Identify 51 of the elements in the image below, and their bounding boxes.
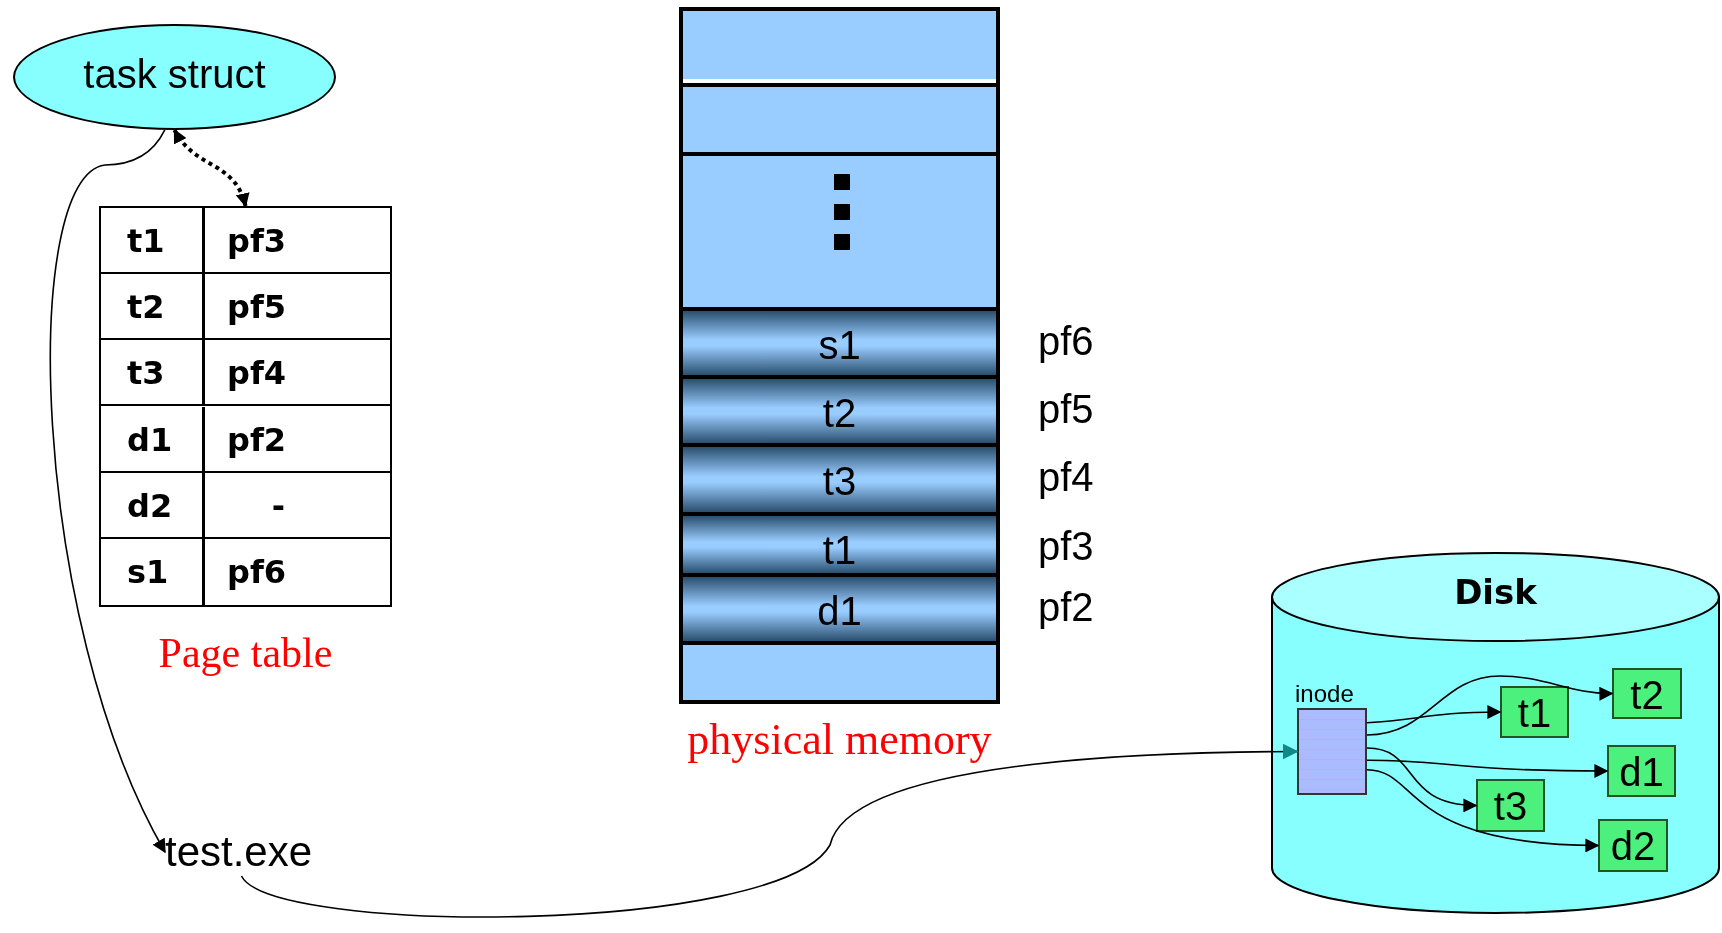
frame-label: t3 (821, 459, 858, 504)
inode-label: inode (1295, 680, 1354, 708)
arrow (49, 129, 166, 854)
table-cell: - (205, 472, 390, 539)
memory-frame (683, 83, 996, 152)
frame-number: pf2 (1038, 585, 1094, 630)
file-block (1598, 819, 1668, 872)
table-cell: pf4 (205, 340, 390, 407)
arrow (1366, 675, 1614, 736)
block-label: t2 (1629, 672, 1665, 718)
frame-label: t2 (821, 391, 858, 436)
table-cell: t3 (101, 340, 205, 407)
arrow (1366, 705, 1502, 724)
table-cell: s1 (101, 538, 205, 605)
table-cell: pf2 (205, 406, 390, 473)
table-cell-text: pf6 (226, 551, 288, 593)
file-label: test.exe (165, 828, 313, 876)
memory-frame (683, 641, 996, 700)
file-block (1607, 745, 1676, 797)
table-cell: t2 (101, 274, 205, 341)
table-cell: pf3 (205, 208, 390, 275)
frame-number: pf3 (1038, 524, 1094, 569)
arrow (1366, 747, 1478, 812)
disk-label: Disk (1453, 572, 1538, 612)
table-cell: t1 (101, 208, 205, 275)
arrow (1366, 768, 1600, 853)
frame-number: pf4 (1038, 455, 1094, 500)
block-label: t1 (1516, 690, 1553, 736)
block-label: d2 (1609, 823, 1657, 869)
disk-cylinder (1271, 552, 1720, 913)
block-label: d1 (1618, 749, 1665, 795)
memory-caption: physical memory (686, 714, 993, 765)
arrow (172, 128, 249, 208)
memory-frame (683, 152, 996, 307)
frame-number: pf6 (1038, 319, 1094, 364)
table-cell: d2 (101, 472, 205, 539)
arrow (240, 743, 1299, 918)
frame-label: d1 (816, 589, 863, 634)
frame-label: t1 (821, 528, 858, 573)
table-cell: d1 (101, 406, 205, 473)
file-block (1612, 668, 1682, 719)
table-cell: pf5 (205, 274, 390, 341)
table-caption: Page table (157, 629, 334, 677)
frame-label: s1 (817, 323, 862, 368)
block-label: t3 (1492, 783, 1529, 829)
node-label: task struct (82, 52, 267, 97)
frame-number: pf5 (1038, 387, 1094, 432)
memory-frame (683, 11, 996, 79)
file-block (1500, 686, 1569, 738)
arrow (1366, 759, 1609, 778)
file-block (1476, 779, 1545, 832)
